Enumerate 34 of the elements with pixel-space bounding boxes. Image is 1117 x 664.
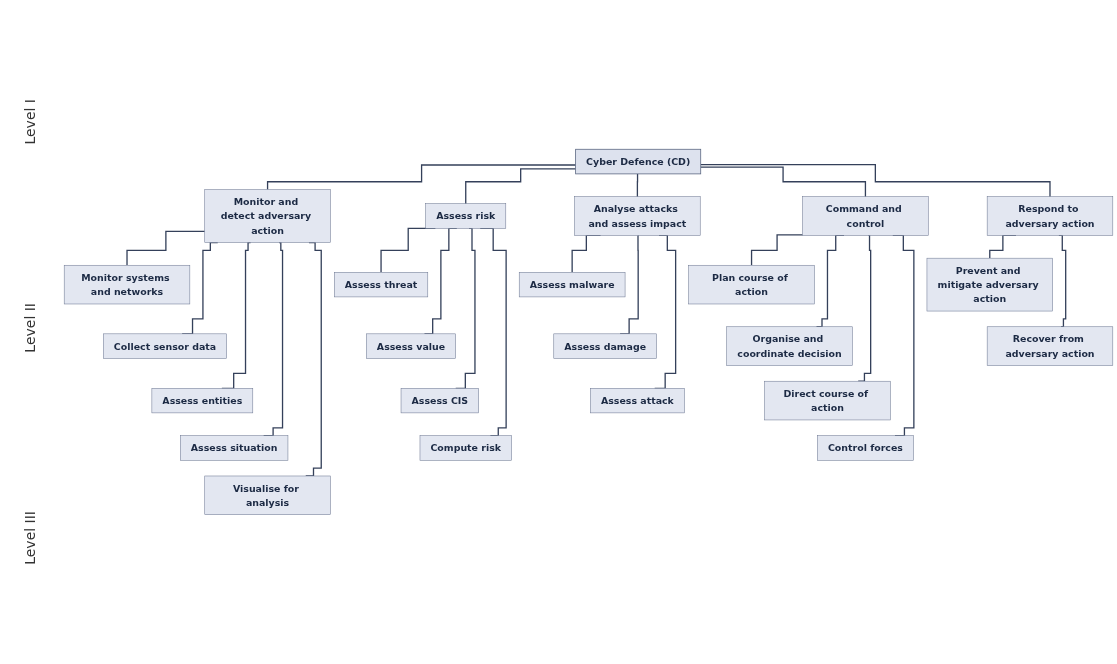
connector [700,166,867,198]
node-box: Prevent and mitigate adversary action [926,257,1053,312]
connector [266,164,577,191]
node-box: Assess CIS [400,388,479,414]
level-label: Level I [22,99,38,145]
node-box: Command and control [802,196,929,236]
node-box: Direct course of action [764,380,891,421]
connector [126,230,206,266]
node-box: Monitor and detect adversary action [204,189,331,243]
connector [636,173,639,198]
node-box: Assess entities [151,388,254,414]
connector [465,168,577,205]
node-box: Assess malware [518,272,626,298]
node-box: Organise and coordinate decision [726,326,853,366]
node-box: Recover from adversary action [986,326,1114,366]
connector [750,234,804,266]
node-box: Assess threat [334,272,429,298]
node-box: Assess attack [590,388,685,414]
node-box: Collect sensor data [103,333,227,359]
node-box: Assess risk [425,203,507,229]
node-box: Analyse attacks and assess impact [574,196,701,236]
node-box: Assess situation [180,435,289,461]
node-box: Monitor systems and networks [63,265,191,305]
node-box: Compute risk [419,435,512,461]
node-box: Plan course of action [688,265,815,305]
node-box: Assess damage [553,333,657,359]
level-label: Level III [22,511,38,565]
node-box: Respond to adversary action [986,196,1114,236]
connector [700,164,1051,198]
node-box: Cyber Defence (CD) [575,148,702,175]
level-label: Level II [22,303,38,353]
node-box: Assess value [366,333,456,359]
node-box: Visualise for analysis [204,475,331,515]
node-box: Control forces [817,435,914,461]
